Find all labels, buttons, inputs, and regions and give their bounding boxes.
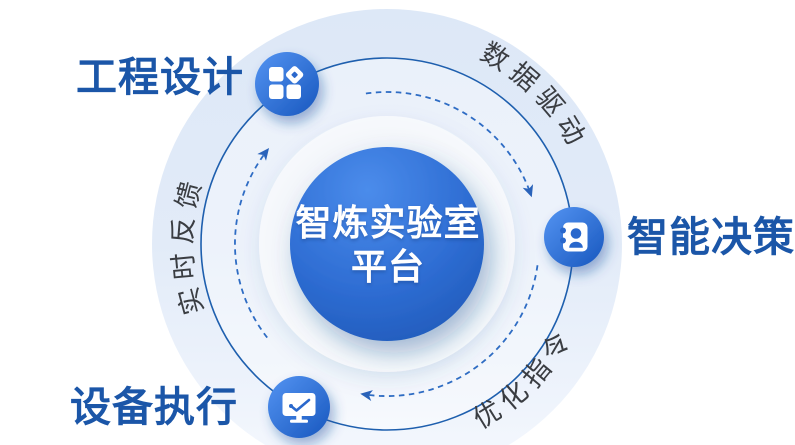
flow-arc-data-driven	[365, 91, 534, 198]
grid-blocks-icon	[255, 52, 319, 116]
center-title-line2: 平台	[350, 246, 425, 287]
contact-book-icon	[544, 207, 604, 267]
center-platform-title: 智炼实验室 平台	[258, 201, 518, 289]
node-label-equipment-execution: 设备执行	[70, 384, 238, 430]
flow-arc-realtime-feedback	[234, 148, 270, 339]
monitor-chart-icon	[268, 376, 330, 438]
flow-arc-optimize-command	[360, 265, 539, 402]
node-label-intelligent-decision: 智能决策	[627, 214, 795, 260]
center-circle	[290, 147, 484, 341]
node-label-engineering-design: 工程设计	[76, 54, 244, 100]
center-title-line1: 智炼实验室	[295, 202, 481, 243]
